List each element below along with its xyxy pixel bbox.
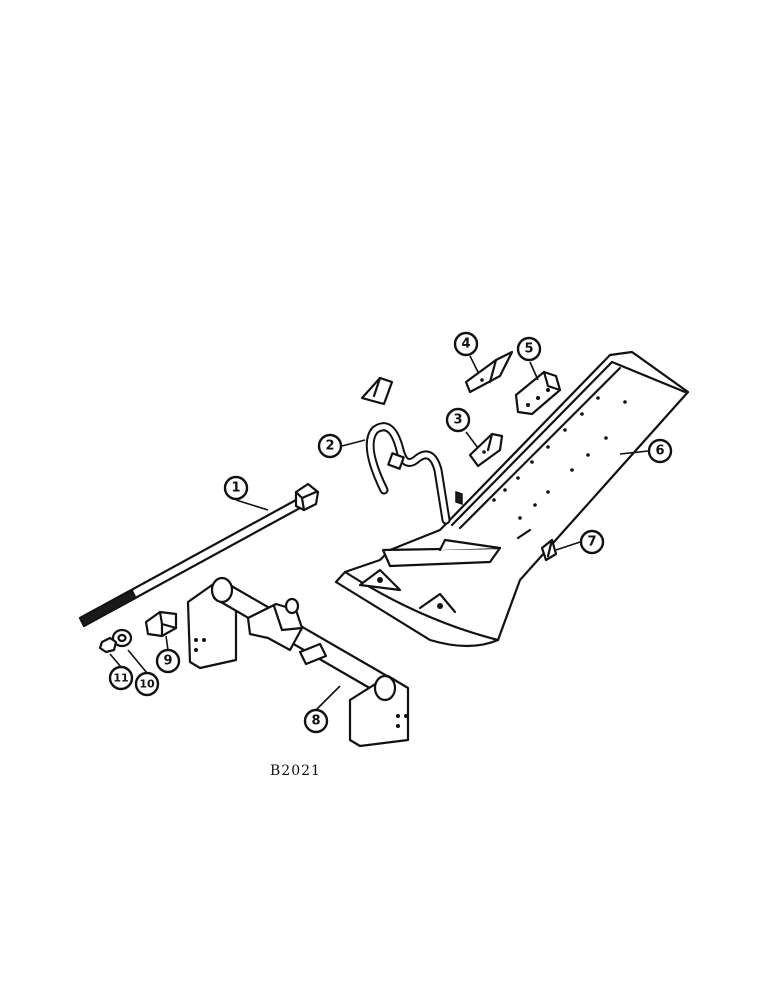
part-10-washer bbox=[111, 628, 133, 648]
callout-label: 4 bbox=[461, 337, 470, 352]
callout-11: 11 bbox=[108, 665, 134, 691]
callout-5: 5 bbox=[516, 336, 542, 362]
part-1-rod bbox=[78, 482, 320, 628]
part-6-chute bbox=[334, 350, 690, 648]
callout-label: 11 bbox=[113, 672, 128, 685]
callout-label: 10 bbox=[139, 678, 155, 691]
part-7-clip bbox=[540, 538, 558, 562]
callout-1: 1 bbox=[223, 475, 249, 501]
callout-label: 3 bbox=[453, 413, 462, 428]
callout-label: 9 bbox=[163, 654, 172, 669]
part-11-nut bbox=[98, 636, 118, 654]
callout-2: 2 bbox=[317, 433, 343, 459]
callout-7: 7 bbox=[579, 529, 605, 555]
part-8-shaft bbox=[186, 576, 410, 748]
part-4-bracket bbox=[464, 350, 514, 394]
callout-label: 2 bbox=[325, 439, 334, 454]
callout-label: 7 bbox=[587, 535, 596, 550]
part-3-bracket bbox=[468, 432, 504, 468]
callout-label: 8 bbox=[311, 714, 320, 729]
figure-code: B2021 bbox=[270, 763, 321, 779]
callout-3: 3 bbox=[445, 407, 471, 433]
callout-4: 4 bbox=[453, 331, 479, 357]
callout-9: 9 bbox=[155, 648, 181, 674]
callout-label: 1 bbox=[231, 481, 240, 496]
part-2-hose bbox=[365, 422, 451, 525]
part-9-coupler bbox=[144, 610, 178, 638]
leader-lines bbox=[109, 355, 649, 711]
callout-label: 6 bbox=[655, 444, 664, 459]
callout-10: 10 bbox=[134, 671, 160, 697]
callout-6: 6 bbox=[647, 438, 673, 464]
clip-bracket bbox=[360, 376, 394, 406]
callout-8: 8 bbox=[303, 708, 329, 734]
callout-label: 5 bbox=[524, 342, 533, 357]
part-5-plate bbox=[514, 370, 562, 416]
